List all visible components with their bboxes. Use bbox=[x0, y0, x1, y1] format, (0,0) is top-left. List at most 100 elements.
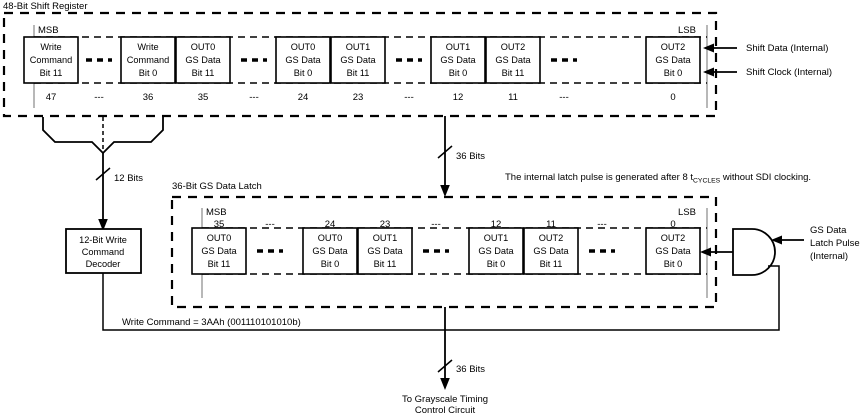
cell-bit-number: 12 bbox=[491, 219, 502, 230]
cell-line2: GS Data bbox=[340, 55, 376, 65]
cell-bit-number: 12 bbox=[453, 92, 464, 103]
write-command-feedback-wire bbox=[102, 265, 780, 331]
cell-bit-number: 35 bbox=[214, 219, 225, 230]
cell-line1: OUT1 bbox=[484, 233, 509, 243]
gs-latch-msb-label: MSB bbox=[206, 207, 227, 218]
cell-line3: Bit 0 bbox=[321, 259, 339, 269]
shift-register-msb-label: MSB bbox=[38, 25, 59, 36]
output-bus-slash bbox=[437, 359, 453, 373]
write-command-note: Write Command = 3AAh (001110101010b) bbox=[122, 317, 301, 328]
cell-line3: Bit 11 bbox=[502, 68, 525, 78]
cell-line1: OUT0 bbox=[191, 42, 216, 52]
gs-latch-cell bbox=[645, 227, 701, 275]
cell-line2: GS Data bbox=[185, 55, 221, 65]
gap-bit-label: --- bbox=[249, 92, 259, 103]
cell-line3: Bit 0 bbox=[664, 68, 682, 78]
cell-line2: GS Data bbox=[367, 246, 403, 256]
gap-bit-label: --- bbox=[265, 219, 275, 230]
twelve-bit-bus-arrowhead bbox=[98, 219, 108, 231]
shift-register-cell bbox=[430, 36, 486, 84]
cell-line2: GS Data bbox=[655, 246, 691, 256]
shift-register-title: 48-Bit Shift Register bbox=[3, 1, 87, 12]
cell-line2: GS Data bbox=[478, 246, 514, 256]
shift-register-cell bbox=[23, 36, 79, 84]
gap-bit-label: --- bbox=[94, 92, 104, 103]
cell-line3: Bit 11 bbox=[540, 259, 563, 269]
cell-line1: OUT0 bbox=[318, 233, 343, 243]
cell-line2: GS Data bbox=[201, 246, 237, 256]
twelve-bit-bus-slash bbox=[95, 167, 111, 181]
latch-pulse-note: The internal latch pulse is generated af… bbox=[505, 172, 811, 185]
shift-register-lsb-label: LSB bbox=[678, 25, 696, 36]
cell-line3: Bit 0 bbox=[487, 259, 505, 269]
cell-line3: Bit 11 bbox=[192, 68, 215, 78]
output-destination-line2: Control Circuit bbox=[415, 405, 476, 416]
cell-bit-number: 23 bbox=[380, 219, 391, 230]
gs-latch-cell bbox=[191, 227, 247, 275]
gs-latch-pulse-arrowhead bbox=[771, 235, 782, 245]
cell-bit-number: 47 bbox=[46, 92, 57, 103]
cell-bit-number: 0 bbox=[670, 219, 675, 230]
cell-bit-number: 0 bbox=[670, 92, 675, 103]
cell-line1: OUT2 bbox=[661, 233, 686, 243]
decoder-line1: 12-Bit Write bbox=[79, 235, 127, 245]
thirtysix-bit-bus-arrowhead bbox=[440, 185, 450, 197]
cell-bit-number: 36 bbox=[143, 92, 154, 103]
cell-line2: GS Data bbox=[285, 55, 321, 65]
cell-line2: GS Data bbox=[440, 55, 476, 65]
cell-line1: Write bbox=[137, 42, 158, 52]
cell-line3: Bit 0 bbox=[449, 68, 467, 78]
cell-line1: OUT1 bbox=[373, 233, 398, 243]
shift-clock-label: Shift Clock (Internal) bbox=[746, 67, 832, 78]
gs-latch-cell bbox=[302, 227, 358, 275]
gs-latch-cell bbox=[523, 227, 579, 275]
shift-register-cell bbox=[330, 36, 386, 84]
cell-line2: GS Data bbox=[495, 55, 531, 65]
latch-pulse-output-arrowhead bbox=[700, 247, 711, 257]
cell-line3: Bit 0 bbox=[139, 68, 157, 78]
shift-register-boundary bbox=[2, 11, 718, 118]
and-gate bbox=[732, 228, 776, 276]
cell-line1: OUT0 bbox=[291, 42, 316, 52]
decoder-line3: Decoder bbox=[86, 259, 121, 269]
gs-latch-cell bbox=[357, 227, 413, 275]
gap-bit-label: --- bbox=[404, 92, 414, 103]
output-bus-label: 36 Bits bbox=[456, 364, 485, 375]
cell-line2: Command bbox=[30, 55, 72, 65]
cell-line2: GS Data bbox=[312, 246, 348, 256]
gs-latch-cell bbox=[468, 227, 524, 275]
cell-line3: Bit 11 bbox=[374, 259, 397, 269]
cell-line2: GS Data bbox=[655, 55, 691, 65]
gs-latch-lsb-label: LSB bbox=[678, 207, 696, 218]
cell-line3: Bit 0 bbox=[294, 68, 312, 78]
cell-line1: OUT2 bbox=[501, 42, 526, 52]
shift-register-cell bbox=[120, 36, 176, 84]
cell-bit-number: 35 bbox=[198, 92, 209, 103]
cell-line2: GS Data bbox=[533, 246, 569, 256]
gap-bit-label: --- bbox=[431, 219, 441, 230]
gs-latch-title: 36-Bit GS Data Latch bbox=[172, 181, 262, 192]
gap-bit-label: --- bbox=[597, 219, 607, 230]
thirtysix-bit-bus-label: 36 Bits bbox=[456, 151, 485, 162]
cell-bit-number: 23 bbox=[353, 92, 364, 103]
cell-line3: Bit 11 bbox=[40, 68, 63, 78]
decoder-line2: Command bbox=[82, 247, 124, 257]
cell-bit-number: 11 bbox=[546, 219, 556, 230]
cell-bit-number: 11 bbox=[508, 92, 518, 103]
cell-line1: OUT1 bbox=[446, 42, 471, 52]
shift-register-cell bbox=[275, 36, 331, 84]
gap-bit-label: --- bbox=[559, 92, 569, 103]
shift-register-cell bbox=[645, 36, 701, 84]
shift-clock-arrowhead bbox=[703, 67, 714, 77]
gate-input-line1: GS Data bbox=[810, 225, 847, 236]
cell-bit-number: 24 bbox=[325, 219, 336, 230]
shift-data-label: Shift Data (Internal) bbox=[746, 43, 828, 54]
output-destination-line1: To Grayscale Timing bbox=[402, 394, 488, 405]
cell-line1: OUT1 bbox=[346, 42, 371, 52]
cell-line1: OUT2 bbox=[539, 233, 564, 243]
output-bus-arrowhead bbox=[440, 378, 450, 390]
thirtysix-bit-bus-slash bbox=[437, 145, 453, 159]
shift-register-cell bbox=[485, 36, 541, 84]
gs-latch-boundary bbox=[170, 195, 718, 309]
